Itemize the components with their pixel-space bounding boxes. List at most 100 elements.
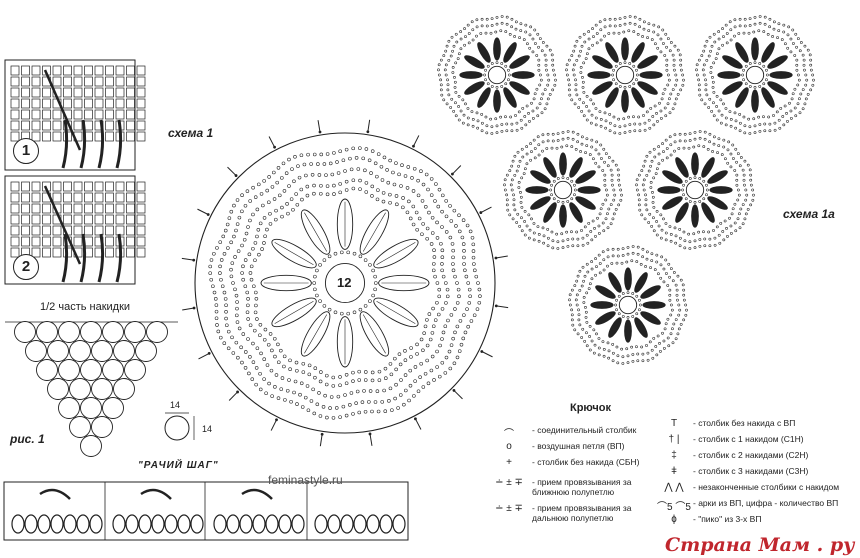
chain-stitch xyxy=(256,228,261,232)
chain-stitch xyxy=(274,217,278,222)
chain-stitch xyxy=(261,203,265,208)
chain-stitch xyxy=(539,78,543,82)
chain-stitch xyxy=(795,58,799,62)
chain-stitch xyxy=(462,113,466,117)
petal xyxy=(634,272,648,293)
chain-stitch xyxy=(421,385,426,389)
chain-stitch xyxy=(371,268,375,273)
chain-stitch xyxy=(537,68,541,72)
chain-stitch xyxy=(485,124,489,128)
chain-stitch xyxy=(248,218,252,223)
petal xyxy=(707,170,728,184)
chain-stitch xyxy=(570,288,574,292)
chain-stitch xyxy=(255,317,259,321)
chain-stitch xyxy=(722,102,725,106)
chain-stitch xyxy=(679,63,683,67)
chain-stitch xyxy=(367,400,371,404)
chain-stitch xyxy=(668,293,672,297)
chain-stitch xyxy=(681,283,685,287)
chain-stitch xyxy=(477,300,482,305)
chain-stitch xyxy=(724,107,728,110)
chain-stitch xyxy=(611,159,615,163)
chain-stitch xyxy=(782,123,786,127)
chain-stitch xyxy=(641,359,645,363)
chain-stitch xyxy=(575,39,579,43)
legend-symbol: o xyxy=(506,441,512,452)
petal xyxy=(605,87,619,108)
chain-stitch xyxy=(599,118,603,121)
chain-stitch xyxy=(713,40,717,44)
chain-stitch xyxy=(464,102,467,106)
chain-stitch xyxy=(662,267,666,271)
grid-cell xyxy=(52,181,62,192)
chain-stitch xyxy=(674,97,678,101)
chain-stitch xyxy=(571,244,575,248)
chain-stitch xyxy=(611,73,614,77)
chain-stitch xyxy=(432,255,437,259)
legend-text: - "пико" из 3-х ВП xyxy=(693,514,762,524)
petal xyxy=(761,87,775,108)
chain-stitch xyxy=(530,150,533,153)
chain-stitch xyxy=(669,233,673,236)
chain-stitch xyxy=(417,216,422,221)
chain-stitch xyxy=(546,244,550,248)
chain-stitch xyxy=(467,301,472,305)
chain-stitch xyxy=(778,126,782,130)
chain-stitch xyxy=(318,263,322,267)
chain-stitch xyxy=(656,334,660,338)
chain-stitch xyxy=(729,28,733,32)
chain-stitch xyxy=(341,404,346,409)
chain-stitch xyxy=(641,35,644,38)
grid-cell xyxy=(84,65,93,76)
chain-stitch xyxy=(590,145,594,149)
chain-stitch xyxy=(718,241,722,245)
chain-stitch xyxy=(553,73,557,77)
chain-stitch xyxy=(635,68,638,72)
chain-stitch xyxy=(222,252,227,256)
grid-cell xyxy=(52,120,62,131)
legend-symbol: ∸ ± ∓ xyxy=(495,477,523,488)
grid-cell xyxy=(63,192,72,203)
chain-stitch xyxy=(684,303,688,307)
chain-stitch xyxy=(556,139,560,142)
chain-stitch xyxy=(656,46,660,50)
site-label: feminastyle.ru xyxy=(268,473,343,487)
legend-symbol: + xyxy=(506,457,512,468)
chain-stitch xyxy=(672,271,676,274)
chain-stitch xyxy=(437,287,442,292)
chain-stitch xyxy=(682,146,686,150)
chain-stitch xyxy=(793,106,797,110)
chain-stitch xyxy=(809,63,813,67)
chain-stitch xyxy=(606,264,609,268)
chain-stitch xyxy=(346,250,350,255)
petal xyxy=(493,37,501,61)
chain-stitch xyxy=(399,184,403,188)
chain-stitch xyxy=(674,283,678,287)
chain-stitch xyxy=(477,287,482,292)
chain-stitch xyxy=(535,106,539,110)
chain-stitch xyxy=(442,98,446,102)
chain-stitch xyxy=(717,109,721,113)
chain-stitch xyxy=(741,73,744,77)
chain-stitch xyxy=(533,156,537,160)
chain-stitch xyxy=(625,260,629,264)
petal xyxy=(577,186,601,194)
chain-stitch xyxy=(272,170,276,175)
grid-cell xyxy=(105,120,114,131)
chain-stitch xyxy=(354,156,359,160)
chain-stitch xyxy=(796,37,800,41)
grid-cell xyxy=(42,214,51,225)
chain-stitch xyxy=(214,316,219,321)
chain-stitch xyxy=(795,63,799,67)
chain-stitch xyxy=(379,164,384,169)
chain-stitch xyxy=(527,236,531,240)
chain-stitch xyxy=(811,83,815,87)
chain-stitch xyxy=(394,367,398,372)
chain-stitch xyxy=(594,273,597,277)
chain-stitch xyxy=(669,239,673,243)
legend-symbol: ⋀ ⋀ xyxy=(664,482,684,493)
chain-stitch xyxy=(612,31,616,35)
chain-stitch xyxy=(786,46,790,50)
triangle-circle xyxy=(135,340,157,362)
grid-cell xyxy=(84,214,93,225)
